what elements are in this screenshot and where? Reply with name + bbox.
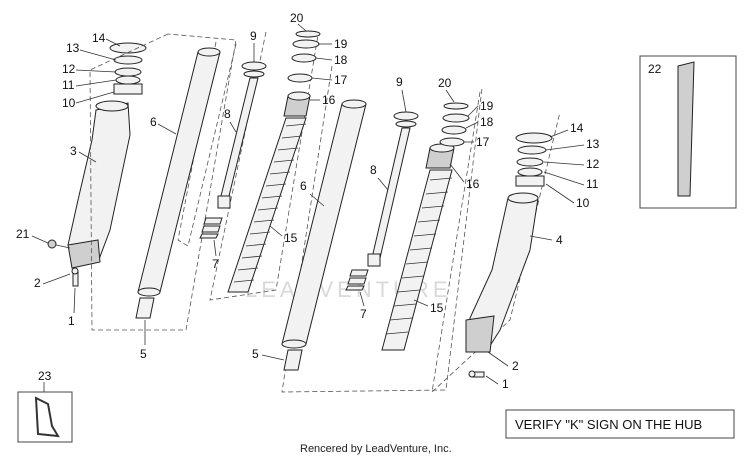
right-outer-slider	[465, 192, 539, 353]
callout-left-3: 3	[70, 144, 77, 158]
callout-left-20: 20	[290, 11, 304, 25]
callout-left-13: 13	[66, 41, 80, 55]
callout-right-13: 13	[586, 137, 600, 151]
verify-note-box: VERIFY "K" SIGN ON THE HUB	[505, 409, 735, 439]
callout-right-14: 14	[570, 121, 584, 135]
left-damper-rod	[217, 61, 267, 209]
left-callouts: 14 13 12 11 10 3 21 2 1 6 5 9 8 7 20 19 …	[16, 11, 348, 361]
callout-right-15: 15	[430, 301, 444, 315]
callout-left-21: 21	[16, 227, 30, 241]
callout-right-16: 16	[466, 177, 480, 191]
callout-right-8: 8	[370, 163, 377, 177]
right-callouts: 9 8 7 6 5 20 19 18 17 16 15 14 13 12 11 …	[252, 75, 600, 391]
left-outer-slider	[67, 100, 131, 269]
right-damper-rod	[367, 111, 419, 267]
callout-left-14: 14	[92, 31, 106, 45]
right-spacer-16	[425, 143, 455, 169]
callout-right-4: 4	[556, 233, 563, 247]
callout-right-6: 6	[300, 179, 307, 193]
left-bolt-21	[47, 239, 71, 249]
box-23: 23	[17, 369, 73, 443]
left-rings-17-20	[287, 30, 321, 83]
callout-left-2: 2	[34, 276, 41, 290]
callout-left-18: 18	[334, 53, 348, 67]
callout-left-1: 1	[68, 314, 75, 328]
box-22: 22	[639, 55, 737, 209]
callout-right-12: 12	[586, 157, 600, 171]
left-spacer-16	[283, 91, 311, 117]
right-stanchion-tube	[281, 99, 367, 349]
callout-right-11: 11	[586, 177, 599, 191]
callout-right-20: 20	[438, 76, 452, 90]
left-bolt-1-2	[71, 267, 79, 287]
callout-right-17: 17	[476, 135, 490, 149]
left-main-spring	[227, 117, 307, 293]
right-rings-17-20	[439, 102, 470, 147]
callout-left-8: 8	[224, 107, 231, 121]
callout-right-10: 10	[576, 196, 590, 210]
callout-left-17: 17	[334, 73, 348, 87]
callout-left-10: 10	[62, 96, 76, 110]
callout-left-19: 19	[334, 37, 348, 51]
callout-left-5: 5	[140, 347, 147, 361]
right-bushing-5	[283, 349, 303, 371]
callout-right-1: 1	[502, 377, 509, 391]
callout-left-6: 6	[150, 115, 157, 129]
left-stanchion-tube	[137, 47, 221, 297]
callout-right-18: 18	[480, 115, 494, 129]
callout-right-2: 2	[512, 359, 519, 373]
callout-left-7: 7	[212, 257, 219, 271]
left-spring-7	[199, 217, 223, 239]
callout-left-15: 15	[284, 231, 298, 245]
right-spring-7	[345, 269, 369, 291]
callout-right-5: 5	[252, 347, 259, 361]
callout-right-19: 19	[480, 99, 494, 113]
callout-box-22: 22	[648, 62, 662, 76]
callout-left-9: 9	[250, 29, 257, 43]
left-bushing-5	[135, 297, 155, 319]
left-top-seals	[109, 42, 147, 95]
verify-note-text: VERIFY "K" SIGN ON THE HUB	[515, 417, 702, 432]
callout-right-7: 7	[360, 307, 367, 321]
callout-left-16: 16	[322, 93, 336, 107]
callout-left-12: 12	[62, 62, 76, 76]
right-main-spring	[381, 169, 453, 351]
right-top-seals	[515, 132, 553, 187]
footer-text: Rencered by LeadVenture, Inc.	[300, 443, 452, 455]
right-bolt-1-2	[468, 370, 485, 378]
callout-left-11: 11	[62, 78, 75, 92]
callout-box-23: 23	[38, 369, 52, 383]
callout-right-9: 9	[396, 75, 403, 89]
